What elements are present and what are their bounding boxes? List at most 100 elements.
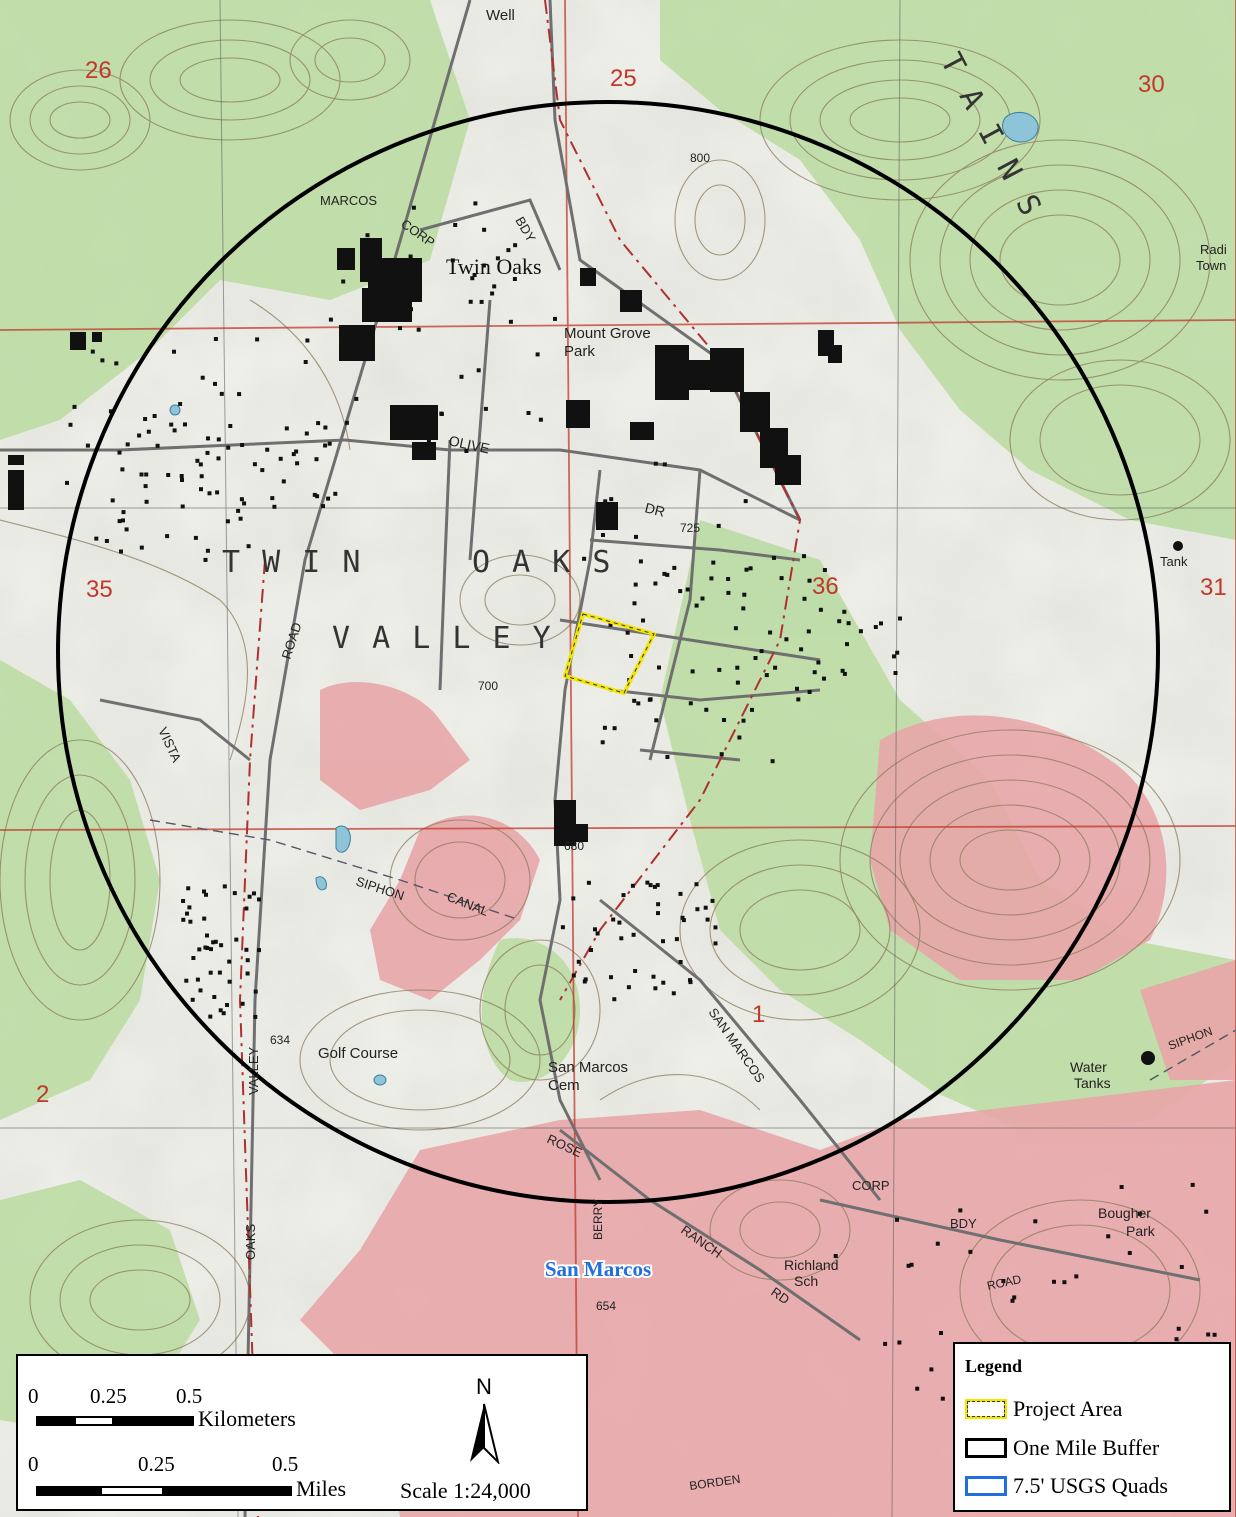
building-dot [247, 894, 252, 899]
radio-tower-label-line2: Town [1196, 258, 1226, 273]
building-dot [181, 917, 186, 922]
mi-bar-seg1 [36, 1486, 102, 1496]
corp-boundary [238, 0, 802, 1517]
building-dot [198, 988, 203, 993]
building-dot [940, 1396, 945, 1401]
building-dot [629, 654, 634, 658]
building-dot [772, 555, 776, 560]
building-dot [657, 665, 661, 670]
building-dot [146, 429, 151, 434]
building-dot [818, 607, 823, 612]
building-dot [239, 497, 244, 502]
building-dot [117, 519, 122, 524]
building-dot [72, 404, 77, 409]
mount-grove-park-label: Park [564, 343, 595, 360]
building-dot [506, 248, 511, 253]
legend-item-one-mile-buffer: One Mile Buffer [965, 1435, 1159, 1461]
building-dot [929, 1367, 934, 1372]
building-dot [695, 907, 700, 912]
building-dot [601, 533, 605, 537]
corp-east-label: CORP [852, 1178, 890, 1193]
building-dot [589, 948, 593, 952]
building-dot [1074, 1274, 1079, 1279]
building-dot [180, 504, 185, 509]
building-dot [608, 622, 613, 627]
building-dot [202, 916, 207, 921]
km-bar-seg2 [74, 1416, 114, 1426]
building-dot [208, 970, 213, 975]
building-dot [716, 523, 721, 528]
building-dot [207, 491, 212, 496]
building-dot [665, 572, 670, 577]
building-dot [472, 273, 477, 277]
building-dot [795, 686, 799, 691]
building-dot [1137, 1211, 1142, 1216]
building-dot [327, 441, 332, 446]
building-dot [272, 504, 277, 509]
oaks-road-label: OAKS [243, 1224, 258, 1260]
building-dot [768, 630, 773, 635]
building-dot [202, 889, 206, 894]
building-dot [576, 959, 581, 964]
building-dot [799, 647, 804, 652]
building-dot [513, 243, 518, 248]
building-dot [586, 880, 591, 885]
legend-item-usgs-quads: 7.5' USGS Quads [965, 1473, 1168, 1499]
usgs-quads-swatch [965, 1476, 1007, 1496]
building-dot [316, 421, 321, 426]
building-dot [609, 975, 613, 980]
building-dot [633, 969, 638, 973]
building-dot [409, 307, 413, 312]
building-dot [784, 637, 789, 642]
building-dot [915, 1386, 920, 1391]
building-dot [198, 462, 203, 467]
building-dot [152, 414, 157, 418]
building-dot [374, 270, 379, 275]
building-dot [812, 670, 817, 675]
building-dot [185, 911, 189, 916]
mi-bar-seg2 [100, 1486, 164, 1496]
cemetery-label-line1: San Marcos [548, 1059, 628, 1076]
building-dot [630, 883, 635, 888]
building-dot [909, 1262, 914, 1267]
building-dot [636, 701, 641, 706]
building-dot [459, 374, 464, 379]
building-dot [492, 284, 497, 289]
building-dot [750, 707, 754, 712]
building-dot [314, 457, 319, 462]
km-tick-05: 0.5 [176, 1384, 203, 1408]
building-dots [65, 201, 1220, 1424]
building-dot [641, 618, 645, 623]
building-dot [190, 997, 195, 1002]
building-dot [722, 718, 726, 722]
building-dot [1190, 1182, 1195, 1187]
building-dot [323, 443, 328, 448]
building-dot [898, 616, 902, 621]
building-dot [426, 438, 431, 443]
building-dot [779, 576, 784, 581]
building-dot [139, 472, 144, 477]
building-dot [713, 925, 718, 930]
building-dot [690, 669, 695, 674]
building-dot [90, 349, 95, 354]
building-dot [1179, 1265, 1184, 1269]
building-dot [408, 436, 413, 440]
building-dot [281, 479, 286, 484]
building-dot [244, 906, 249, 911]
building-dot [678, 891, 683, 896]
legend-title: Legend [965, 1356, 1023, 1376]
building-dot [842, 609, 847, 614]
building-dot [195, 977, 200, 982]
building-dot [685, 587, 690, 592]
section-35: 35 [86, 576, 113, 603]
building-dot [139, 545, 144, 550]
building-dot [228, 424, 233, 428]
building-dot [178, 402, 183, 406]
building-dot [651, 974, 656, 979]
building-dot [413, 418, 418, 423]
building-dot [341, 279, 346, 284]
building-dot [759, 649, 764, 654]
building-dot [65, 480, 69, 485]
building-dot [512, 277, 517, 281]
